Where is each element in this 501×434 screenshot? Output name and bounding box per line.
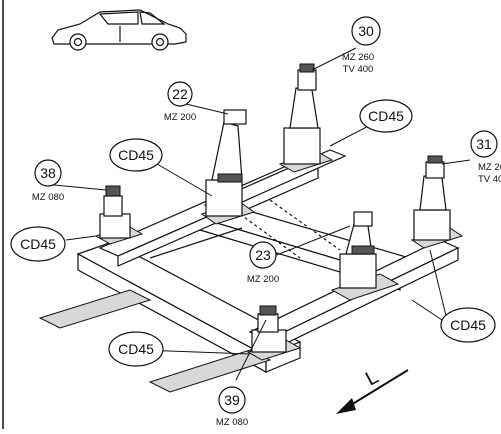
- callout-number: 31: [476, 136, 492, 152]
- callout-number: 22: [172, 86, 188, 102]
- cd45-label: CD45: [10, 226, 66, 262]
- tower-30: [278, 63, 334, 173]
- tower-38: [94, 185, 144, 245]
- callout-label: MZ 260: [342, 52, 374, 63]
- svg-text:CD45: CD45: [20, 236, 56, 252]
- cd45-label: CD45: [359, 99, 413, 133]
- callout-label: TV 400: [343, 64, 374, 75]
- callout-31: 31 MZ 260 TV 400: [470, 130, 501, 185]
- callout-number: 23: [255, 247, 271, 263]
- tower-22: [200, 109, 256, 225]
- svg-text:CD45: CD45: [368, 108, 404, 124]
- bench-frame: [38, 149, 460, 393]
- callout-label: TV 400: [478, 174, 501, 185]
- callout-label: MZ 200: [247, 274, 279, 285]
- cd45-label: CD45: [108, 331, 164, 367]
- callout-label: MZ 080: [216, 417, 248, 428]
- callout-30: 30 MZ 260 TV 400: [342, 16, 381, 75]
- callout-label: MZ 080: [32, 192, 64, 203]
- callout-number: 38: [40, 165, 56, 181]
- direction-arrow-icon: L: [336, 366, 409, 414]
- svg-text:CD45: CD45: [118, 341, 154, 357]
- callout-number: 30: [358, 23, 374, 39]
- direction-label: L: [362, 366, 382, 391]
- tower-39: [246, 305, 302, 361]
- cd45-label: CD45: [109, 138, 163, 172]
- callout-label: MZ 260: [478, 162, 501, 173]
- svg-text:CD45: CD45: [450, 317, 486, 333]
- callout-label: MZ 200: [164, 112, 196, 123]
- callout-23: 23 MZ 200: [247, 241, 279, 285]
- callout-number: 39: [224, 392, 240, 408]
- callout-22: 22 MZ 200: [164, 81, 196, 123]
- tower-23: [330, 211, 400, 301]
- tower-31: [410, 155, 464, 249]
- callout-39: 39 MZ 080: [216, 386, 248, 428]
- car-icon: [51, 9, 187, 51]
- svg-text:CD45: CD45: [118, 147, 154, 163]
- callout-38: 38 MZ 080: [32, 159, 64, 203]
- cd45-label: CD45: [440, 307, 496, 343]
